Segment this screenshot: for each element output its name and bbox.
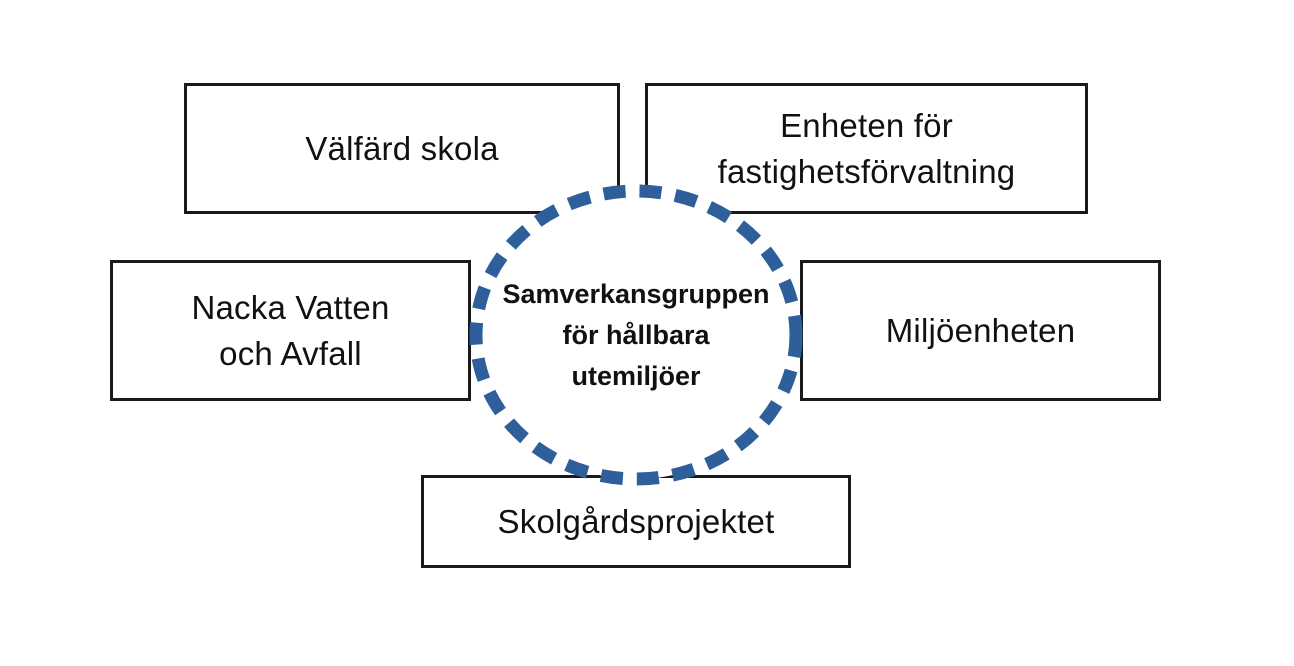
box-label-line: och Avfall (219, 334, 362, 372)
center-label-line: Samverkansgruppen (502, 278, 770, 309)
center-label: Samverkansgruppen för hållbara utemiljöe… (469, 184, 803, 486)
box-label-line: Miljöenheten (885, 311, 1076, 349)
box-miljoenheten: Miljöenheten (800, 260, 1161, 401)
box-valfard-skola: Välfärd skola (184, 83, 620, 214)
box-label-line: Nacka Vatten (191, 288, 390, 326)
box-label-line: Skolgårdsprojektet (497, 502, 775, 540)
box-skolgardsprojektet: Skolgårdsprojektet (421, 475, 851, 568)
box-nacka-vatten-label: Nacka Vatten och Avfall (191, 285, 389, 377)
box-nacka-vatten: Nacka Vatten och Avfall (110, 260, 471, 401)
center-label-line: för hållbara (562, 319, 710, 350)
center-label-line: utemiljöer (571, 360, 701, 391)
box-label-line: Enheten för (780, 106, 953, 144)
dashed-circle-outline (469, 184, 803, 486)
box-label-line: fastighetsförvaltning (717, 152, 1016, 190)
box-skolgardsprojektet-label: Skolgårdsprojektet (498, 499, 775, 545)
box-miljoenheten-label: Miljöenheten (886, 308, 1076, 354)
box-label-line: Välfärd skola (305, 129, 499, 167)
box-fastighetsforvaltning-label: Enheten för fastighetsförvaltning (718, 103, 1016, 195)
dashed-ellipse (469, 184, 803, 486)
center-circle: Samverkansgruppen för hållbara utemiljöe… (469, 184, 803, 486)
box-valfard-skola-label: Välfärd skola (305, 126, 498, 172)
box-fastighetsforvaltning: Enheten för fastighetsförvaltning (645, 83, 1088, 214)
